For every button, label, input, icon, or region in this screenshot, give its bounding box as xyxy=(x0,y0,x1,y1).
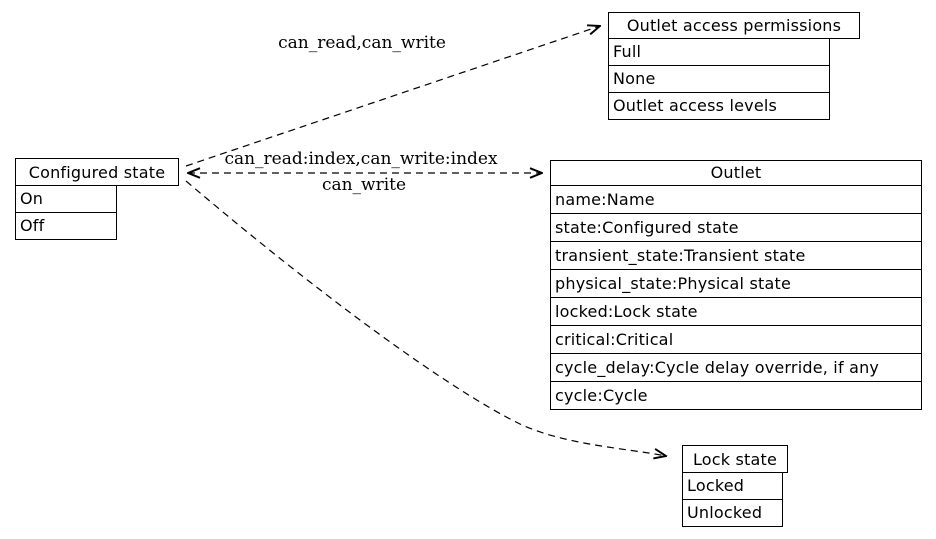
node-outlet: Outlet name:Name state:Configured state … xyxy=(550,160,922,410)
node-configured-state: Configured state On Off xyxy=(15,158,179,240)
edge-label-can-read-can-write: can_read,can_write xyxy=(278,33,446,53)
node-lock-state: Lock state Locked Unlocked xyxy=(682,445,788,527)
node-outlet-title: Outlet xyxy=(550,160,922,186)
node-outlet-row-cycle-delay: cycle_delay:Cycle delay override, if any xyxy=(550,353,922,382)
node-configured-state-title: Configured state xyxy=(15,158,179,186)
node-outlet-row-cycle: cycle:Cycle xyxy=(550,381,922,410)
edge-configured-to-lock xyxy=(185,180,666,456)
node-lock-state-title: Lock state xyxy=(682,445,788,473)
node-outlet-row-state: state:Configured state xyxy=(550,213,922,242)
node-outlet-access-permissions-row-none: None xyxy=(608,65,830,93)
edge-configured-to-permissions xyxy=(185,26,600,167)
node-outlet-row-critical: critical:Critical xyxy=(550,325,922,354)
node-outlet-access-permissions: Outlet access permissions Full None Outl… xyxy=(608,12,860,120)
node-outlet-access-permissions-row-full: Full xyxy=(608,38,830,66)
node-lock-state-row-locked: Locked xyxy=(682,472,783,500)
node-configured-state-row-on: On xyxy=(15,185,117,213)
node-outlet-row-transient-state: transient_state:Transient state xyxy=(550,241,922,270)
node-outlet-access-permissions-row-levels: Outlet access levels xyxy=(608,92,830,120)
edge-label-can-write: can_write xyxy=(321,175,407,195)
edge-label-can-read-index-can-write-index: can_read:index,can_write:index xyxy=(224,149,498,169)
node-lock-state-row-unlocked: Unlocked xyxy=(682,499,783,527)
node-outlet-access-permissions-title: Outlet access permissions xyxy=(608,12,860,39)
node-outlet-row-physical-state: physical_state:Physical state xyxy=(550,269,922,298)
node-outlet-row-locked: locked:Lock state xyxy=(550,297,922,326)
node-configured-state-row-off: Off xyxy=(15,212,117,240)
node-outlet-row-name: name:Name xyxy=(550,185,922,214)
